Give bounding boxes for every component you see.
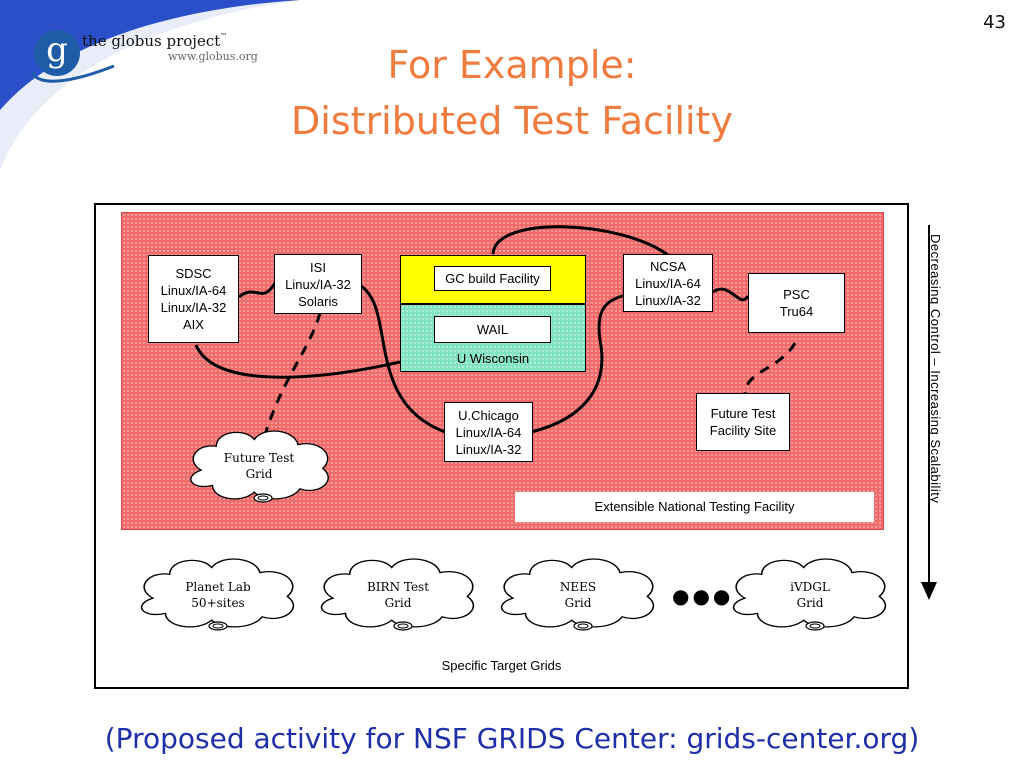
logo-url: www.globus.org bbox=[168, 50, 258, 63]
footer-note: (Proposed activity for NSF GRIDS Center:… bbox=[104, 722, 920, 755]
ellipsis-dots: ●●● bbox=[672, 584, 734, 608]
wail-box: WAIL bbox=[434, 316, 551, 343]
globus-logo-icon: g bbox=[34, 30, 80, 76]
slide-number: 43 bbox=[983, 12, 1006, 33]
target-grids-label: Specific Target Grids bbox=[441, 658, 562, 673]
logo-name: the globus project™ bbox=[82, 32, 228, 50]
u-wisconsin-label: U Wisconsin bbox=[456, 351, 530, 366]
gc-build-box: GC build Facility bbox=[434, 266, 551, 291]
scalability-axis-label: Decreasing Control – Increasing Scalabil… bbox=[928, 234, 943, 504]
extensible-facility-label: Extensible National Testing Facility bbox=[515, 492, 874, 522]
slide-title-line2: Distributed Test Facility bbox=[291, 99, 733, 143]
slide-title-line1: For Example: bbox=[387, 43, 637, 87]
logo-orbit-icon bbox=[30, 64, 115, 83]
